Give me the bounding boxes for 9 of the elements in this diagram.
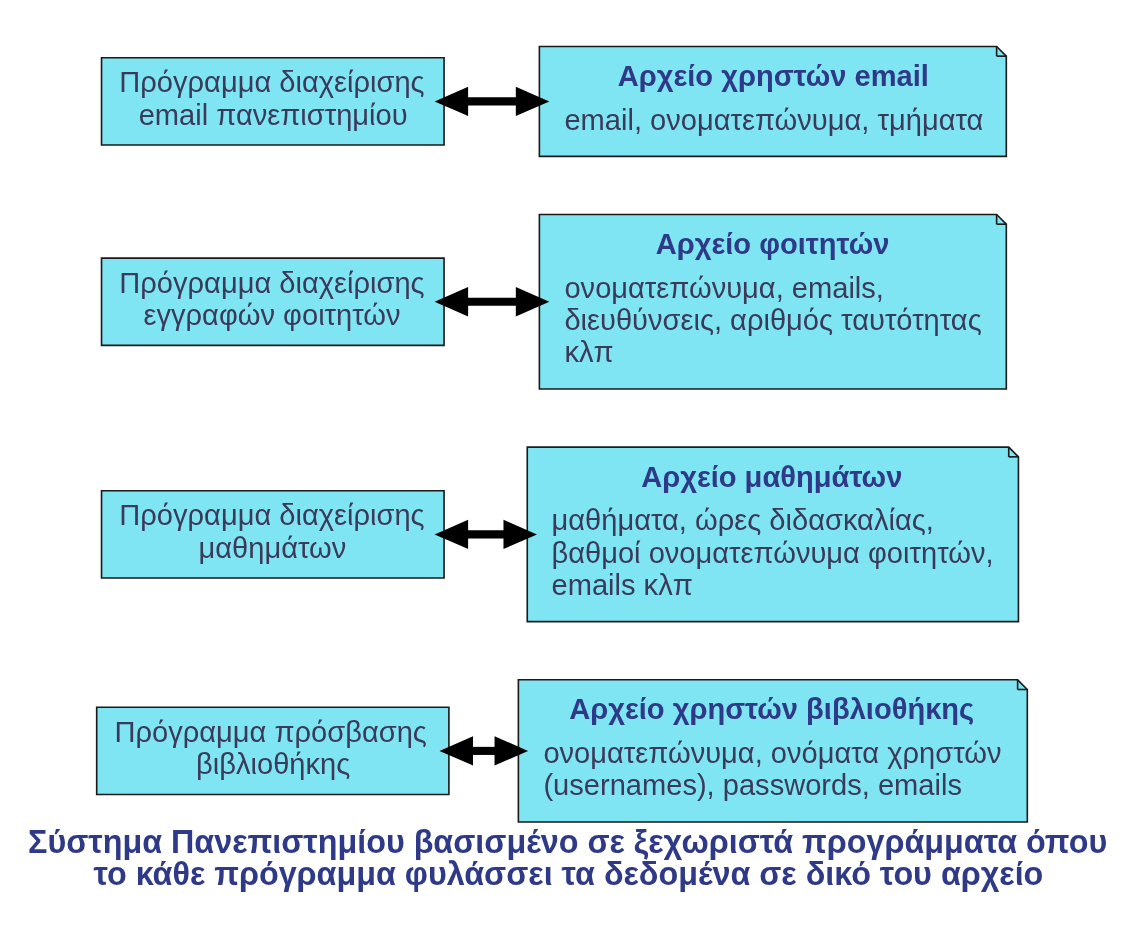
caption: Σύστημα Πανεπιστημίου βασισμένο σε ξεχωριστά προγράμματα όπου το κάθε πρόγραμμα φυλάσσει τα δεδομένα σε δικό του αρχείο <box>28 823 1108 892</box>
arrow <box>434 86 550 117</box>
node-box: Πρόγραμμα διαχείρισης μαθημάτων <box>100 489 445 579</box>
arrow <box>434 287 550 317</box>
arrow <box>439 736 529 766</box>
arrow <box>434 519 537 550</box>
node-box: Πρόγραμμα διαχείρισης εγγραφών φοιτητών <box>100 257 445 347</box>
node-box: Πρόγραμμα πρόσβασης βιβλιοθήκης <box>95 706 450 796</box>
node-box: Πρόγραμμα διαχείρισης email πανεπιστημίου <box>100 56 445 146</box>
